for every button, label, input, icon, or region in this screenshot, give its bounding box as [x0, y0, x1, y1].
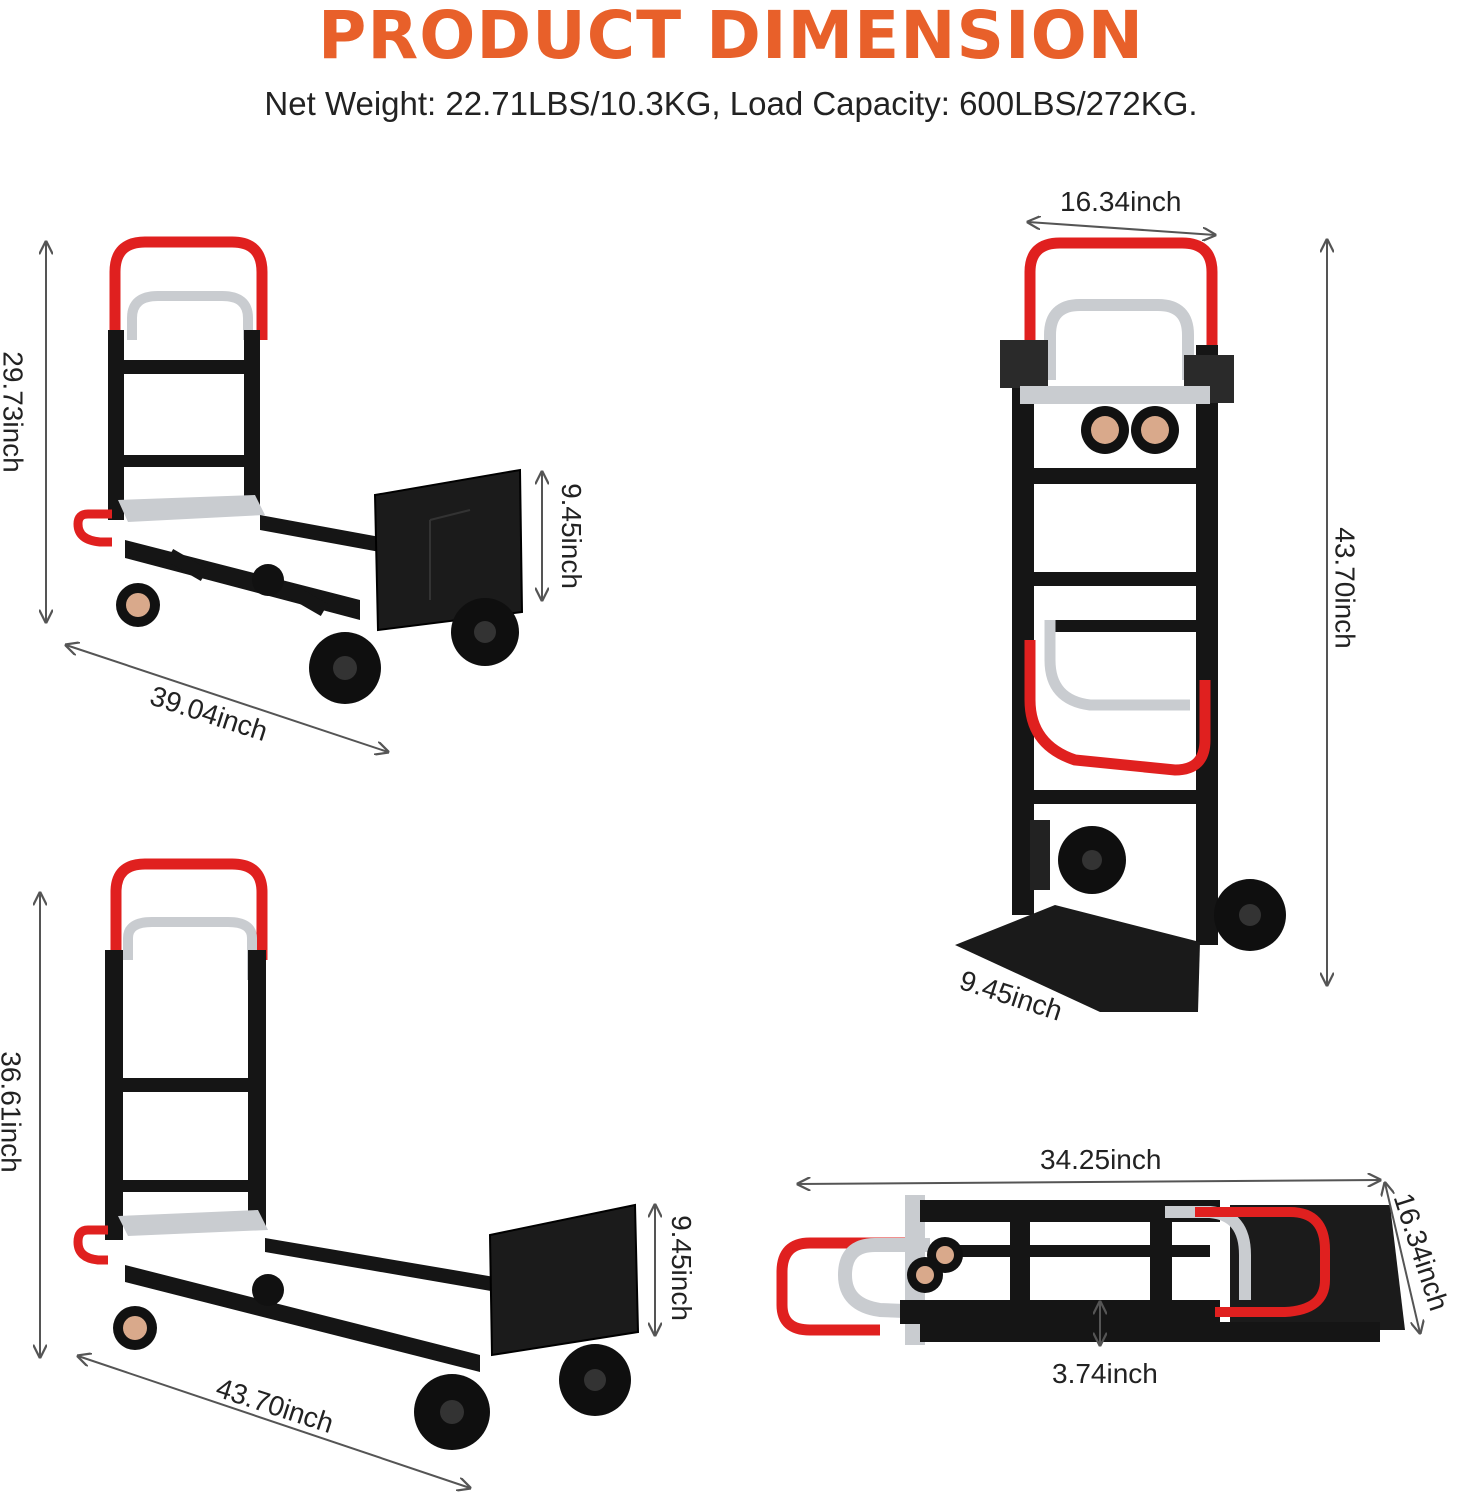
frame-upright-right	[1196, 345, 1218, 945]
dim-label-height-long: 36.61inch	[0, 1051, 27, 1173]
dim-label-height-short: 29.73inch	[0, 351, 29, 473]
cart-four-wheel-long	[40, 858, 655, 1488]
red-handle	[776, 1237, 915, 1336]
aluminum-handle	[127, 291, 253, 340]
hand-truck-upright	[955, 222, 1327, 1012]
aluminum-handle	[123, 917, 257, 980]
red-handle	[1024, 237, 1218, 350]
toe-plate	[373, 468, 524, 632]
frame-upright-left	[1012, 345, 1034, 915]
red-lower-handle	[1024, 640, 1211, 776]
toe-plate	[488, 1203, 640, 1357]
dim-label-plate-long: 9.45inch	[665, 1215, 697, 1321]
aluminum-handle	[1044, 299, 1194, 380]
toe-plate	[1230, 1205, 1405, 1330]
dim-label-width-upright: 16.34inch	[1060, 186, 1182, 217]
cart-four-wheel-short	[46, 236, 542, 752]
dim-label-plate-short: 9.45inch	[555, 483, 587, 589]
frame-upright-right	[248, 950, 266, 1230]
dim-label-length-folded: 34.25inch	[1040, 1144, 1162, 1175]
frame-upright-right	[244, 330, 260, 505]
cart-folded	[776, 1180, 1420, 1345]
red-handle	[110, 858, 268, 960]
toe-plate	[955, 905, 1200, 1012]
page-title: PRODUCT DIMENSION	[318, 0, 1144, 74]
frame-upright-left	[105, 950, 123, 1240]
frame-rail-top	[920, 1200, 1220, 1222]
dim-label-thickness-folded: 3.74inch	[1052, 1358, 1158, 1389]
dim-label-height-upright: 43.70inch	[1329, 527, 1361, 649]
red-handle	[109, 236, 268, 340]
frame-upright-left	[108, 330, 124, 520]
page-subtitle: Net Weight: 22.71LBS/10.3KG, Load Capaci…	[264, 85, 1198, 122]
